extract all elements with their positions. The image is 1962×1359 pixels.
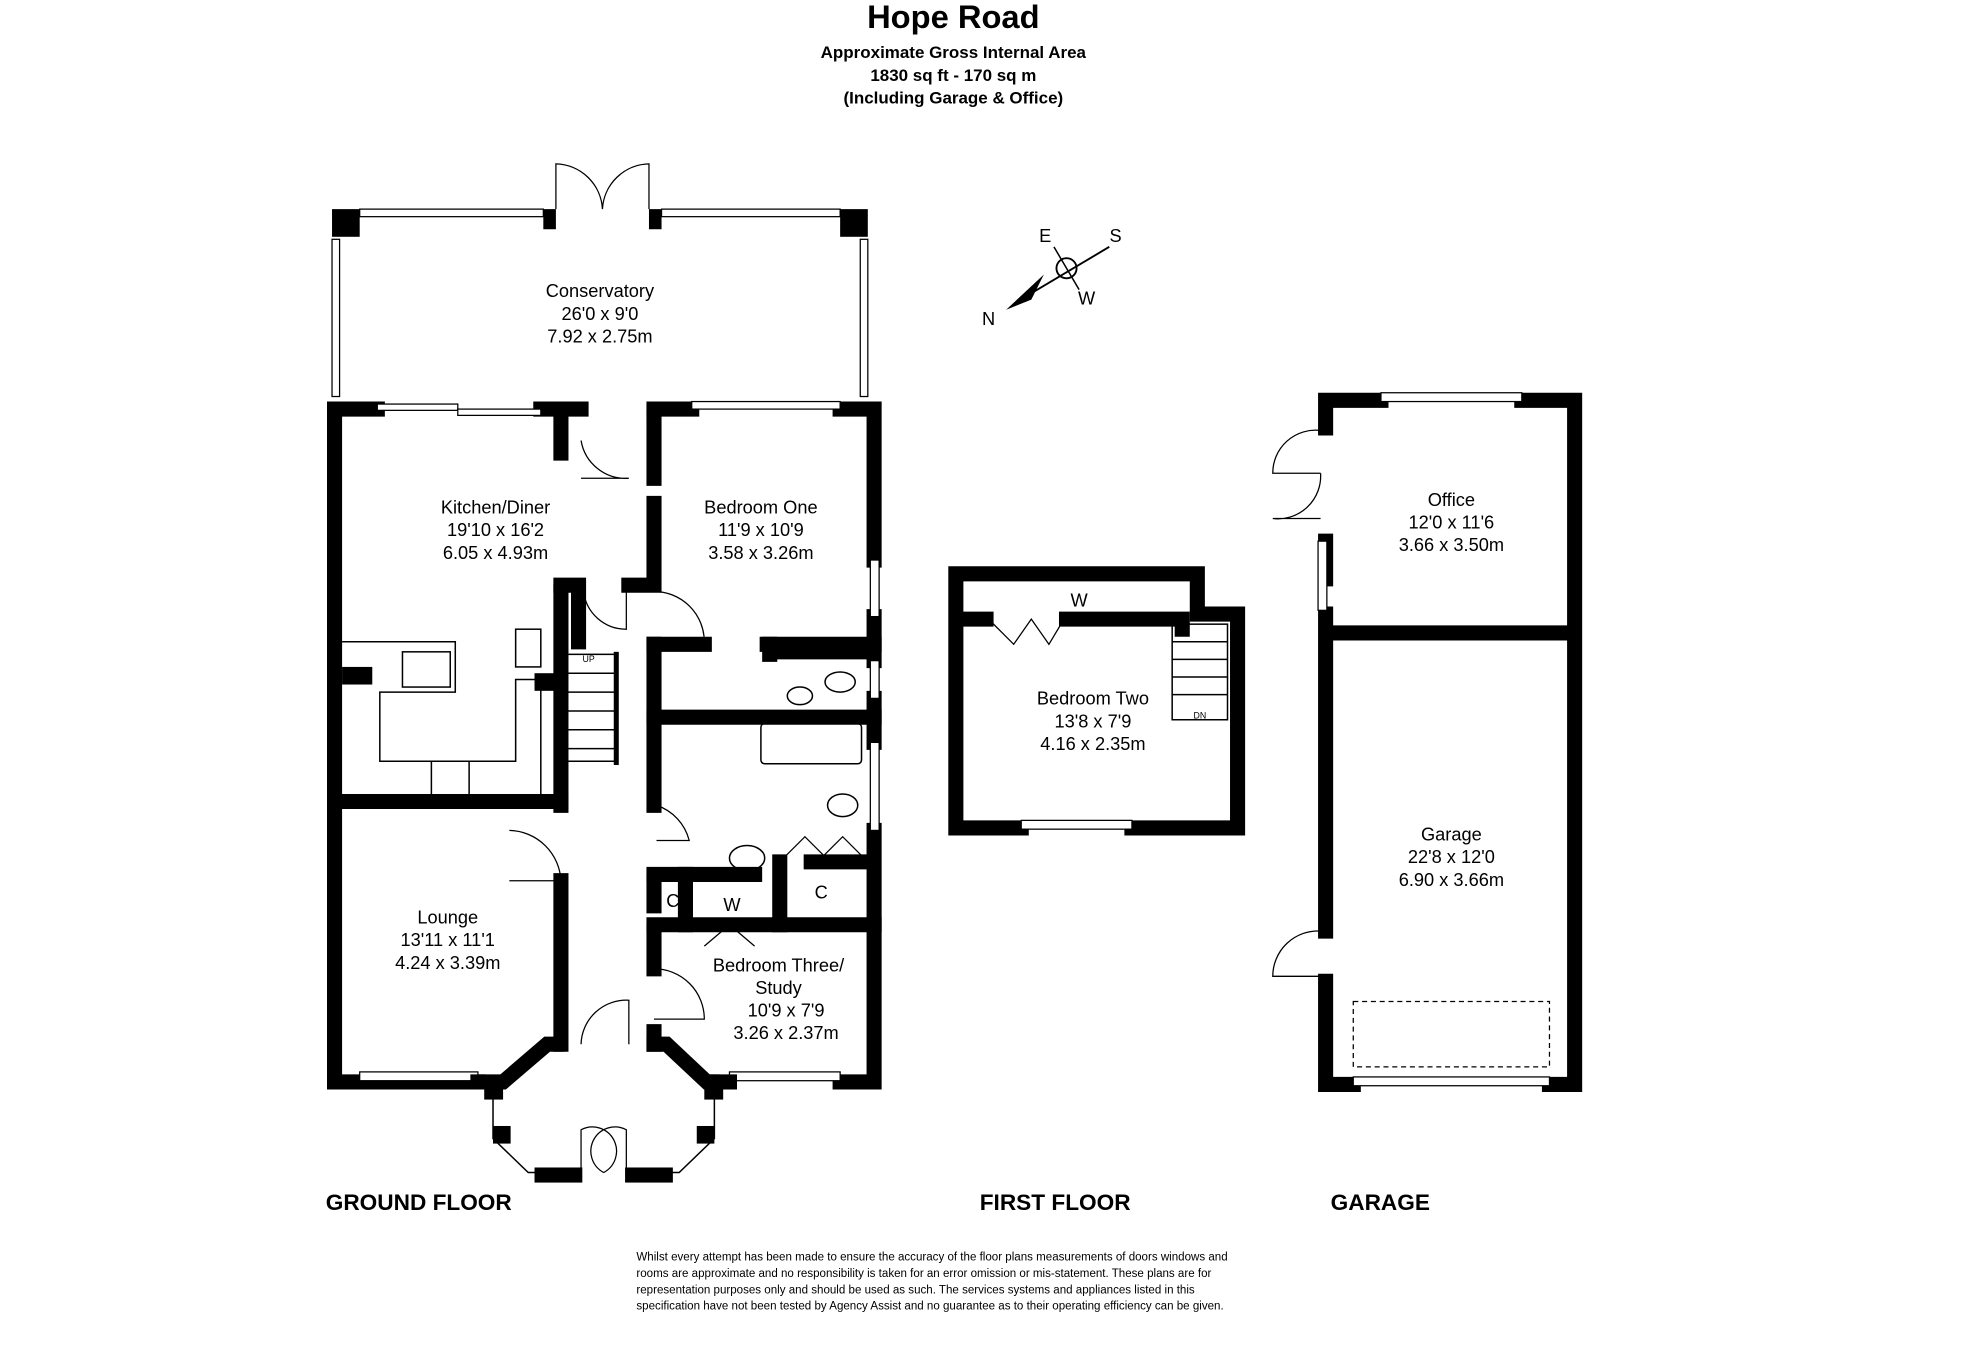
- room-metric: 6.05 x 4.93m: [443, 542, 548, 563]
- first-floor-label: FIRST FLOOR: [980, 1190, 1131, 1215]
- ground-floor-plan: [327, 163, 882, 1183]
- plan-subtitle: Approximate Gross Internal Area: [821, 43, 1087, 62]
- room-imperial: 26'0 x 9'0: [561, 303, 638, 324]
- wardrobe-label-1: W: [723, 894, 741, 915]
- room-conservatory: Conservatory 26'0 x 9'0 7.92 x 2.75m: [546, 280, 655, 346]
- compass-west: W: [1078, 288, 1096, 309]
- room-imperial: 19'10 x 16'2: [447, 519, 544, 540]
- room-name: Office: [1428, 489, 1475, 510]
- room-imperial: 11'9 x 10'9: [718, 519, 804, 540]
- room-metric: 4.24 x 3.39m: [395, 952, 500, 973]
- room-metric: 3.66 x 3.50m: [1399, 534, 1504, 555]
- plan-note: (Including Garage & Office): [843, 88, 1063, 107]
- disclaimer-line: representation purposes only and should …: [636, 1284, 1195, 1296]
- room-name: Lounge: [417, 906, 478, 927]
- cupboard-label-1: C: [666, 890, 679, 911]
- disclaimer-line: specification have not been tested by Ag…: [636, 1301, 1223, 1313]
- room-bedroom-three: Bedroom Three/ Study 10'9 x 7'9 3.26 x 2…: [713, 954, 845, 1043]
- room-lounge: Lounge 13'11 x 11'1 4.24 x 3.39m: [395, 906, 500, 972]
- garage-floor-label: GARAGE: [1331, 1190, 1430, 1215]
- plan-area: 1830 sq ft - 170 sq m: [870, 66, 1036, 85]
- room-metric: 3.58 x 3.26m: [708, 542, 813, 563]
- cupboard-label-2: C: [815, 881, 828, 902]
- stairs-down-label: DN: [1193, 710, 1206, 720]
- room-imperial: 10'9 x 7'9: [748, 1000, 825, 1021]
- room-imperial: 13'11 x 11'1: [401, 929, 495, 950]
- stairs-up-label: UP: [582, 654, 594, 664]
- room-name: Bedroom Three/: [713, 954, 845, 975]
- first-floor-plan: [948, 566, 1246, 836]
- room-imperial: 12'0 x 11'6: [1409, 512, 1495, 533]
- disclaimer: Whilst every attempt has been made to en…: [636, 1252, 1227, 1313]
- room-name: Kitchen/Diner: [441, 496, 550, 517]
- room-metric: 7.92 x 2.75m: [547, 325, 652, 346]
- ground-floor-label: GROUND FLOOR: [326, 1190, 512, 1215]
- wardrobe-label-2: W: [1070, 590, 1088, 611]
- room-metric: 4.16 x 2.35m: [1040, 733, 1145, 754]
- room-name: Garage: [1421, 823, 1482, 844]
- disclaimer-line: rooms are approximate and no responsibil…: [636, 1268, 1211, 1280]
- room-office: Office 12'0 x 11'6 3.66 x 3.50m: [1399, 489, 1504, 555]
- room-metric: 3.26 x 2.37m: [733, 1022, 838, 1043]
- room-bedroom-two: Bedroom Two 13'8 x 7'9 4.16 x 2.35m: [1037, 688, 1149, 754]
- compass-north: N: [982, 308, 995, 329]
- room-name: Conservatory: [546, 280, 655, 301]
- room-bedroom-one: Bedroom One 11'9 x 10'9 3.58 x 3.26m: [704, 496, 817, 562]
- room-name: Bedroom Two: [1037, 688, 1149, 709]
- room-name-2: Study: [755, 977, 802, 998]
- compass-east: E: [1039, 225, 1051, 246]
- room-kitchen-diner: Kitchen/Diner 19'10 x 16'2 6.05 x 4.93m: [441, 496, 550, 562]
- room-garage: Garage 22'8 x 12'0 6.90 x 3.66m: [1399, 823, 1504, 889]
- disclaimer-line: Whilst every attempt has been made to en…: [636, 1252, 1227, 1264]
- room-imperial: 13'8 x 7'9: [1055, 710, 1132, 731]
- compass-south: S: [1109, 225, 1121, 246]
- room-imperial: 22'8 x 12'0: [1408, 846, 1495, 867]
- room-metric: 6.90 x 3.66m: [1399, 869, 1504, 890]
- plan-title: Hope Road: [867, 0, 1040, 35]
- garage-plan: [1272, 392, 1583, 1093]
- room-name: Bedroom One: [704, 496, 817, 517]
